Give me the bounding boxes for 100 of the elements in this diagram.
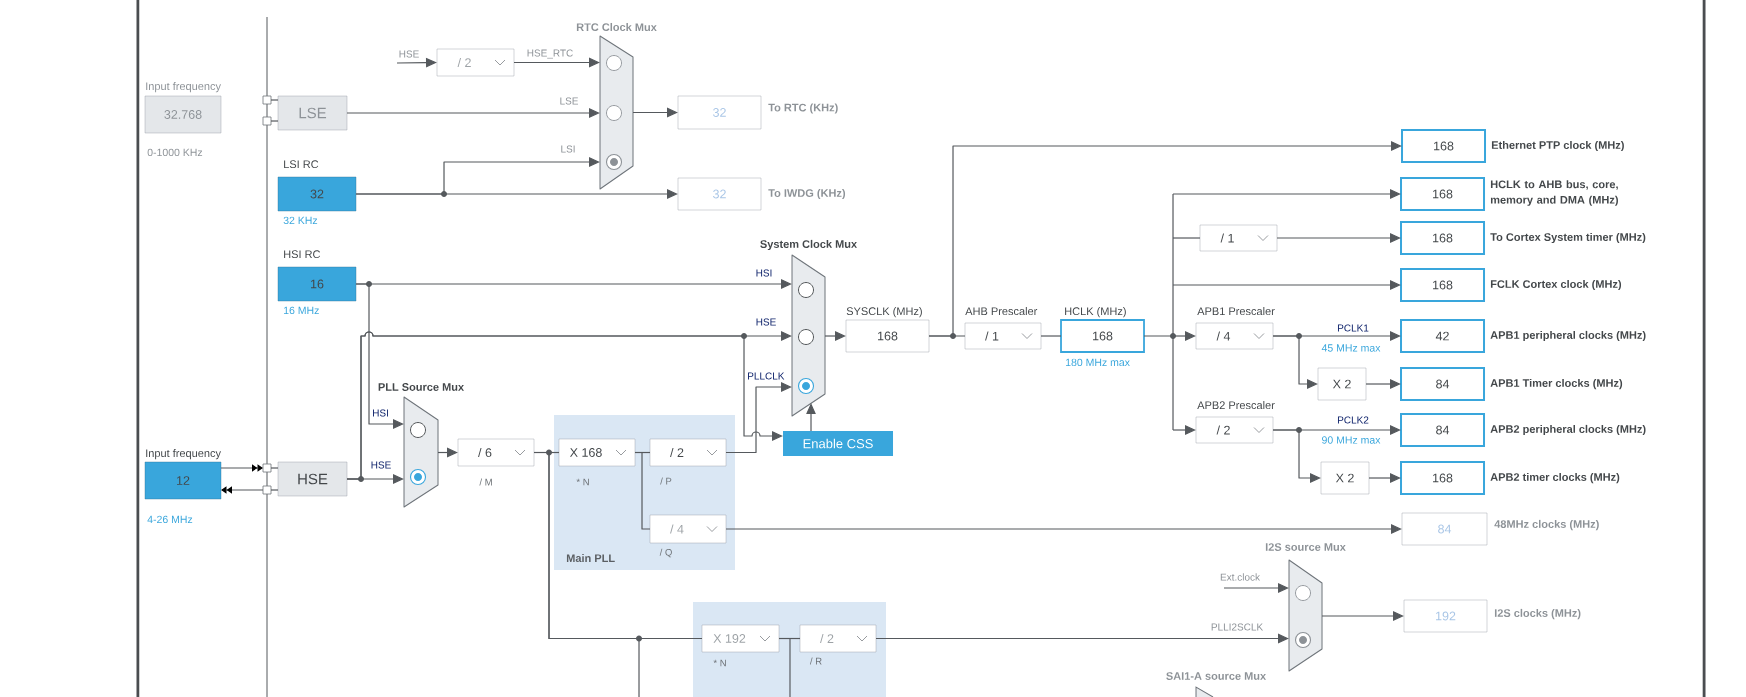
field-label: APB1 Prescaler: [1197, 307, 1275, 316]
arrow: [1321, 611, 1404, 621]
button: Enable CSS: [783, 431, 893, 456]
output-label: To RTC (KHz): [768, 103, 838, 114]
arrow: [1223, 583, 1289, 593]
multiplier-box: X 2: [1320, 461, 1370, 495]
output-label: APB1 peripheral clocks (MHz): [1490, 330, 1646, 342]
value-box: 192: [1403, 599, 1488, 633]
parameter-label: / M: [479, 478, 492, 486]
value-box: 168: [1060, 319, 1145, 353]
dropdown: / 2: [436, 48, 515, 77]
connector-line: [533, 451, 640, 697]
dropdown: / 2: [799, 624, 877, 653]
oscillator-box: 32: [277, 176, 357, 212]
output-label: To Cortex System timer (MHz): [1490, 232, 1646, 244]
connector-line: [1040, 335, 1062, 337]
output-label: 48MHz clocks (MHz): [1494, 519, 1599, 531]
signal-label: LSI: [561, 145, 575, 153]
multiplier-box: X 2: [1317, 367, 1367, 401]
arrow: [355, 189, 678, 199]
range-label: 0-1000 KHz: [147, 148, 203, 157]
signal-label: HSE: [399, 50, 419, 58]
oscillator-box: LSE: [277, 95, 348, 131]
arrow: [1368, 473, 1401, 483]
limit-label: 45 MHz max: [1321, 344, 1381, 352]
dropdown: / 1: [1199, 224, 1278, 252]
value-box: 84: [1401, 512, 1488, 546]
arrow: [875, 633, 1289, 644]
value-box: 168: [845, 319, 930, 353]
signal-label: LSE: [560, 97, 579, 105]
arrow: [1172, 425, 1196, 435]
arrow: [1276, 233, 1401, 243]
pin-pad: [262, 463, 272, 473]
output-label: I2S clocks (MHz): [1494, 608, 1581, 620]
signal-label: HSE: [756, 318, 776, 326]
signal-label: HSE_RTC: [527, 49, 573, 59]
connector-line: [270, 467, 279, 469]
connector-line: [270, 489, 279, 491]
field-label: HCLK (MHz): [1065, 307, 1126, 318]
value-box: 42: [1400, 319, 1485, 353]
mux-title: System Clock Mux: [760, 239, 857, 251]
value-box: 84: [1400, 367, 1485, 401]
connector-line: [1172, 237, 1201, 239]
arrow: [1272, 335, 1318, 389]
output-label: APB2 peripheral clocks (MHz): [1490, 424, 1646, 436]
mux-title: I2S source Mux: [1265, 543, 1346, 551]
field-label: SYSCLK (MHz): [846, 307, 922, 318]
arrow: [346, 108, 600, 118]
field-label: LSI RC: [284, 160, 319, 169]
arrow: [221, 486, 264, 494]
pin-pad: [262, 116, 272, 126]
value-box: 168: [1400, 177, 1485, 211]
frequency-field: 12: [144, 461, 222, 500]
arrow: [1172, 280, 1401, 290]
arrow: [824, 331, 846, 341]
oscillator-box: 16: [277, 266, 357, 302]
oscillator-box: HSE: [277, 461, 348, 497]
dropdown: / 1: [964, 322, 1042, 350]
arrow: [632, 107, 678, 118]
field-label: APB2 Prescaler: [1197, 401, 1275, 410]
connector-line: [270, 99, 279, 101]
arrow: [513, 57, 600, 68]
parameter-label: / R: [809, 657, 822, 665]
mux-title: RTC Clock Mux: [576, 22, 657, 32]
range-label: 180 MHz max: [1066, 358, 1130, 367]
panel-title: Main PLL: [566, 553, 615, 563]
limit-label: 90 MHz max: [1322, 436, 1381, 444]
arrow: [220, 464, 263, 472]
parameter-label: / Q: [659, 548, 672, 558]
connector-line: [778, 637, 791, 697]
mux-title: SAI1-A source Mux: [1166, 672, 1267, 680]
arrow: [1365, 379, 1401, 389]
arrow: [725, 524, 1402, 534]
value-box: 84: [1400, 413, 1485, 447]
parameter-label: * N: [713, 659, 726, 667]
value-box: 168: [1400, 221, 1485, 255]
field-label: Input frequency: [146, 449, 221, 460]
field-label: HSI RC: [284, 250, 321, 259]
output-label: To IWDG (KHz): [768, 188, 846, 200]
pin-pad: [262, 485, 272, 495]
signal-label: PCLK1: [1338, 324, 1369, 332]
range-label: 32 KHz: [283, 216, 318, 225]
output-label: APB2 timer clocks (MHz): [1490, 472, 1620, 484]
value-box: 168: [1401, 129, 1486, 163]
signal-label: PLLI2SCLK: [1211, 623, 1263, 631]
output-label: HCLK to AHB bus, core, memory and DMA (MHz): [1490, 180, 1618, 206]
range-label: 4-26 MHz: [147, 515, 193, 524]
frequency-field: 32.768: [144, 95, 222, 134]
arrow: [1172, 189, 1401, 199]
range-label: 16 MHz: [284, 306, 319, 315]
value-box: 168: [1400, 268, 1485, 302]
signal-label: PCLK2: [1338, 416, 1369, 424]
output-label: Ethernet PTP clock (MHz): [1491, 140, 1624, 152]
parameter-label: * N: [576, 478, 589, 486]
dropdown: / 4: [1195, 322, 1274, 350]
dropdown: / 2: [1195, 416, 1274, 444]
field-label: Input frequency: [146, 82, 221, 93]
pin-pad: [262, 95, 272, 105]
arrow: [928, 141, 1402, 337]
arrow: [1272, 429, 1321, 483]
